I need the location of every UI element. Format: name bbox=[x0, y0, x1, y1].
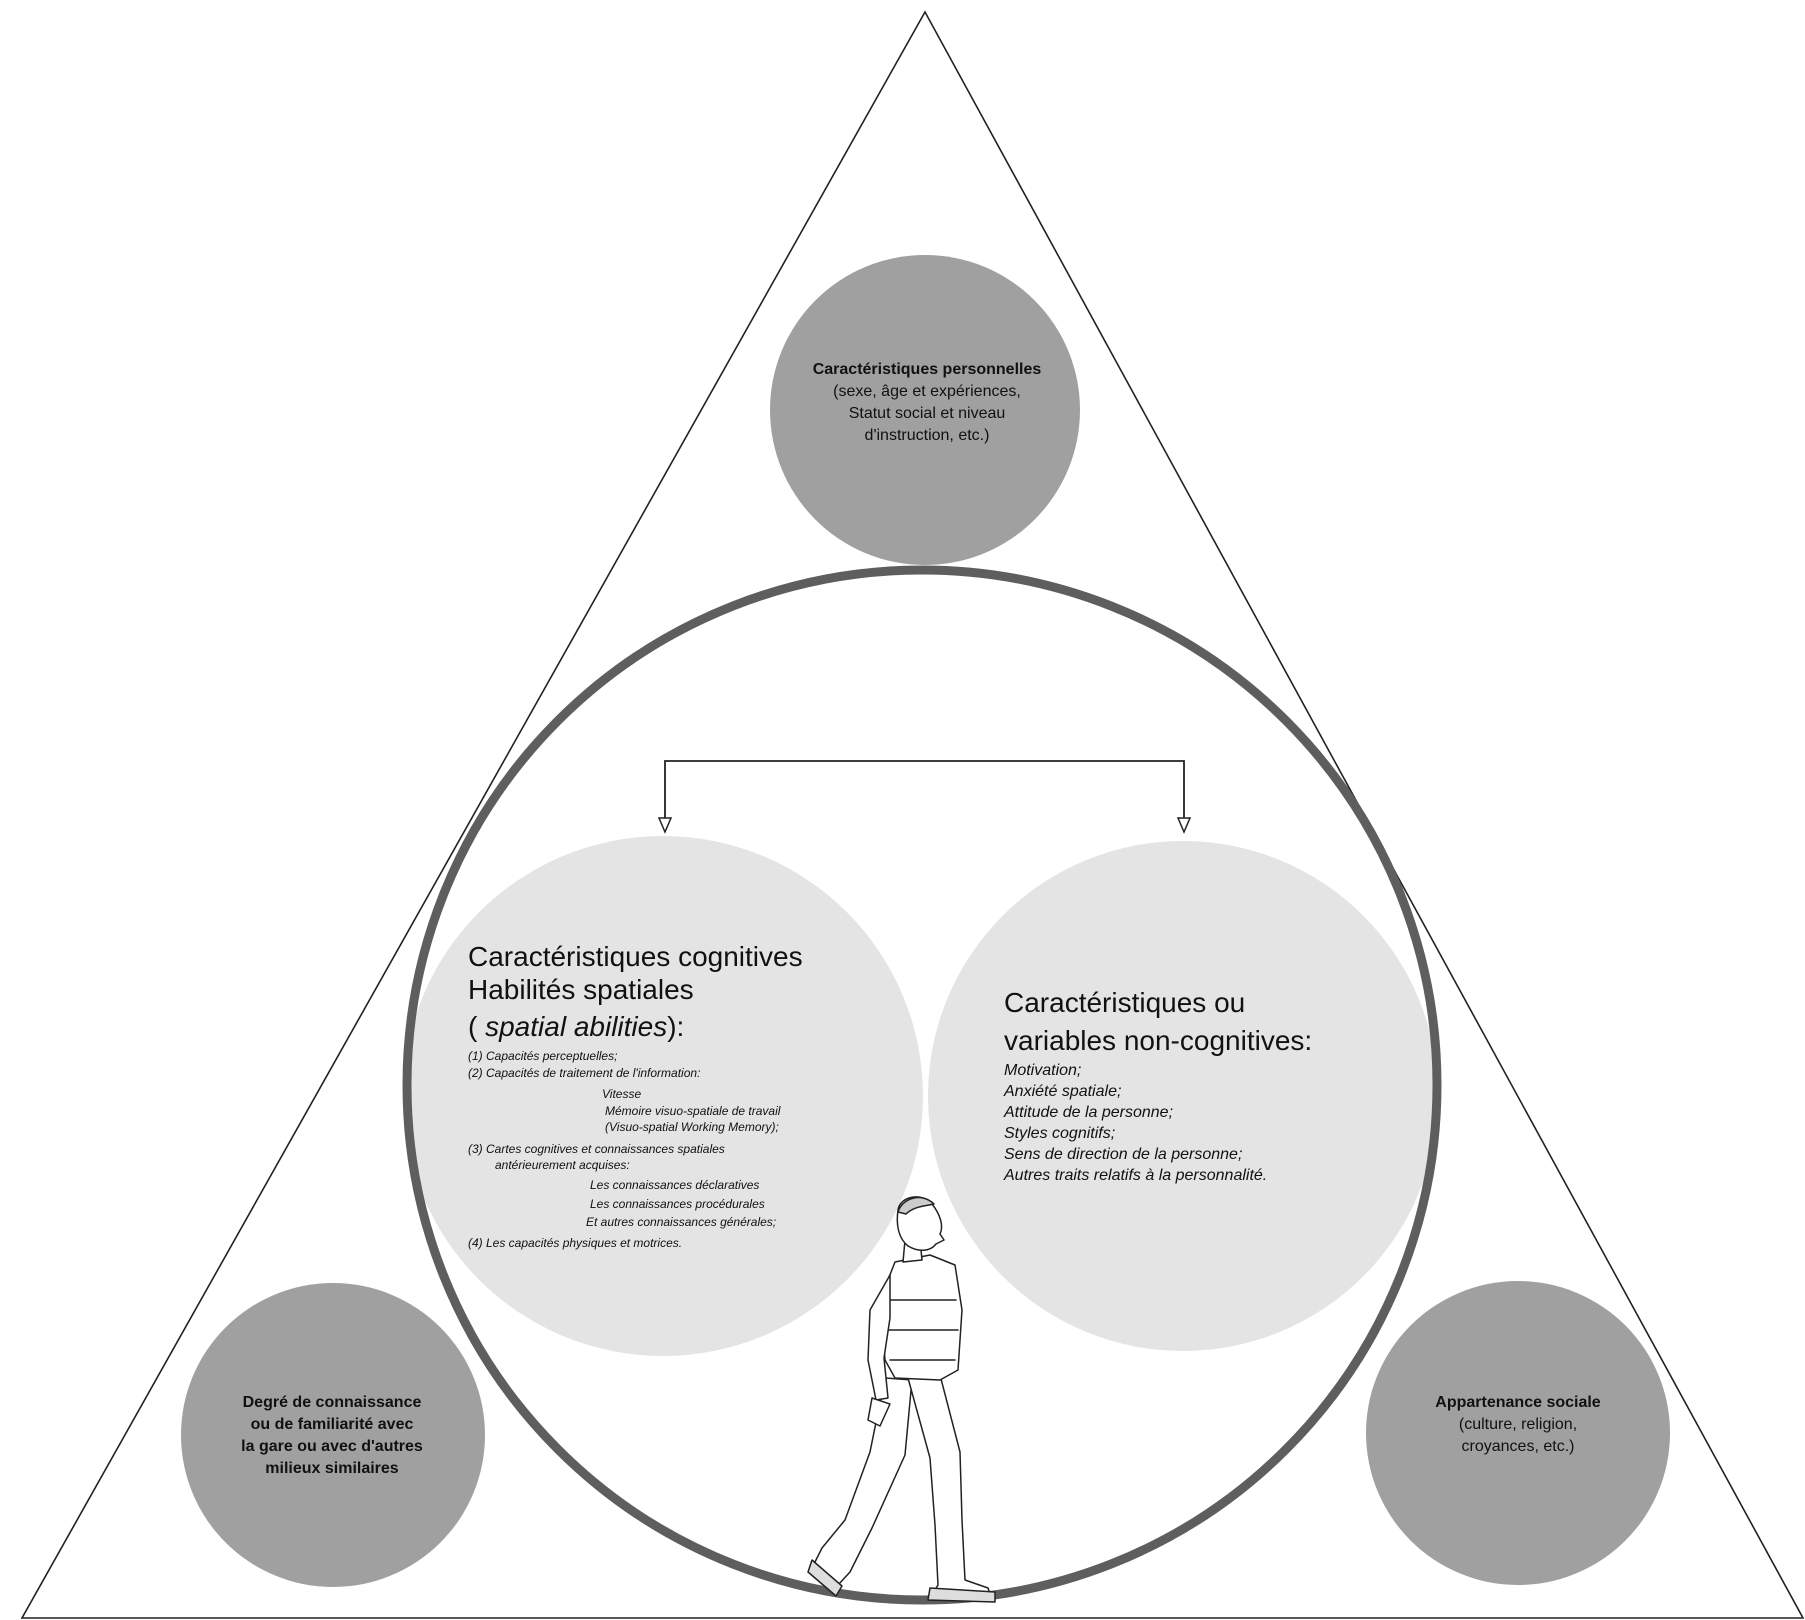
noncognitive-title-line-2: variables non-cognitives: bbox=[1004, 1025, 1312, 1056]
personal-title: Caractéristiques personnelles bbox=[813, 361, 1042, 378]
cognitive-item-6: (3) Cartes cognitives et connaissances s… bbox=[468, 1142, 725, 1156]
cognitive-item-8: Les connaissances déclaratives bbox=[590, 1178, 759, 1192]
social-belonging-circle bbox=[1366, 1281, 1670, 1585]
cognitive-item-5: (Visuo-spatial Working Memory); bbox=[605, 1120, 779, 1134]
noncognitive-characteristics-circle bbox=[928, 841, 1438, 1351]
noncognitive-items: Motivation; Anxiété spatiale; Attitude d… bbox=[1003, 1062, 1267, 1184]
cognitive-title-line-3: ( spatial abilities): bbox=[468, 1011, 684, 1042]
personal-characteristics-circle bbox=[770, 255, 1080, 565]
social-line-1: (culture, religion, bbox=[1459, 1416, 1577, 1433]
cognitive-items: (1) Capacités perceptuelles; (2) Capacit… bbox=[468, 1049, 781, 1250]
arrowhead-left bbox=[657, 817, 673, 834]
familiarity-line-4: milieux similaires bbox=[265, 1460, 399, 1477]
noncognitive-item-4: Styles cognitifs; bbox=[1004, 1125, 1115, 1142]
social-title: Appartenance sociale bbox=[1435, 1394, 1601, 1411]
personal-line-2: Statut social et niveau bbox=[849, 405, 1006, 422]
cognitive-item-11: (4) Les capacités physiques et motrices. bbox=[468, 1236, 682, 1250]
familiarity-line-2: ou de familiarité avec bbox=[251, 1416, 414, 1433]
noncognitive-title-line-1: Caractéristiques ou bbox=[1004, 987, 1245, 1018]
personal-line-1: (sexe, âge et expériences, bbox=[833, 383, 1021, 400]
cognitive-item-1: (1) Capacités perceptuelles; bbox=[468, 1049, 617, 1063]
noncognitive-item-5: Sens de direction de la personne; bbox=[1004, 1146, 1242, 1163]
cognitive-item-3: Vitesse bbox=[602, 1087, 641, 1101]
familiarity-line-3: la gare ou avec d'autres bbox=[241, 1438, 423, 1455]
cognitive-characteristics-circle bbox=[403, 836, 923, 1356]
cognitive-item-9: Les connaissances procédurales bbox=[590, 1197, 765, 1211]
noncognitive-item-1: Motivation; bbox=[1004, 1062, 1081, 1079]
noncognitive-item-3: Attitude de la personne; bbox=[1003, 1104, 1173, 1121]
noncognitive-item-2: Anxiété spatiale; bbox=[1003, 1083, 1121, 1100]
cognitive-title-italic: spatial abilities bbox=[485, 1011, 667, 1042]
personal-line-3: d'instruction, etc.) bbox=[865, 427, 990, 444]
familiarity-line-1: Degré de connaissance bbox=[243, 1394, 422, 1411]
cognitive-title-line-1: Caractéristiques cognitives bbox=[468, 941, 803, 972]
individual-ring bbox=[402, 565, 1442, 1605]
social-line-2: croyances, etc.) bbox=[1462, 1438, 1575, 1455]
arrowhead-right bbox=[1176, 817, 1192, 834]
cognitive-item-10: Et autres connaissances générales; bbox=[586, 1215, 776, 1229]
cognitive-title-close: ): bbox=[667, 1011, 684, 1042]
cognitive-item-7: antérieurement acquises: bbox=[495, 1158, 630, 1172]
cognitive-title-line-2: Habilités spatiales bbox=[468, 974, 694, 1005]
walking-person-illustration bbox=[807, 1196, 996, 1603]
cognitive-item-4: Mémoire visuo-spatiale de travail bbox=[605, 1104, 781, 1118]
cognitive-item-2: (2) Capacités de traitement de l'informa… bbox=[468, 1066, 700, 1080]
noncognitive-item-6: Autres traits relatifs à la personnalité… bbox=[1003, 1167, 1267, 1184]
connector-line bbox=[664, 760, 1185, 818]
familiarity-circle bbox=[181, 1283, 485, 1587]
cognitive-title-open: ( bbox=[468, 1011, 485, 1042]
